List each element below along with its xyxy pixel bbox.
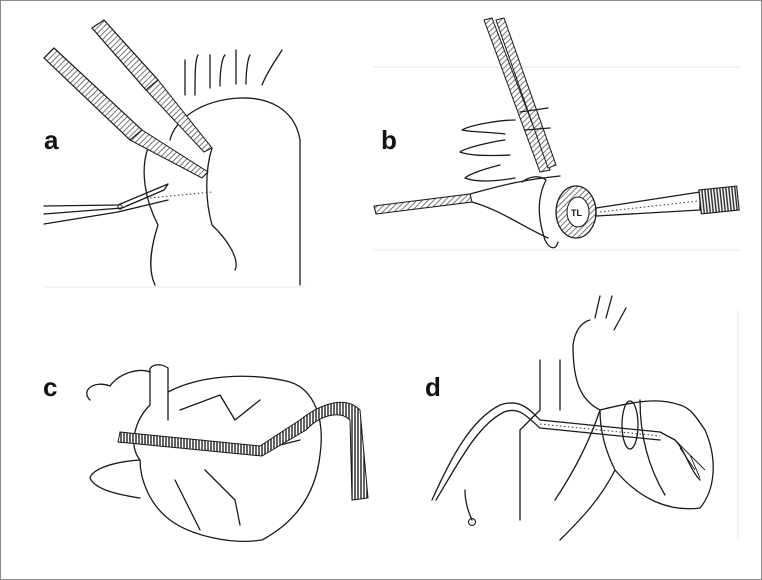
vessel-left-wall xyxy=(143,147,159,286)
band-marker xyxy=(621,400,639,450)
clamp-lower xyxy=(43,47,209,179)
panel-label-b: b xyxy=(381,125,397,155)
panel-label-a: a xyxy=(44,125,59,155)
arch xyxy=(572,344,681,411)
panel-a-drawing xyxy=(43,19,301,286)
panel-label-d: d xyxy=(425,372,441,402)
panel-b-drawing: TL xyxy=(373,17,740,249)
horizontal-cannula xyxy=(373,193,473,215)
heart-atrium xyxy=(86,369,151,406)
sheath-catheter xyxy=(117,401,369,501)
dilator-shaft xyxy=(595,191,701,217)
panel-c-drawing xyxy=(86,364,369,542)
svc-outline xyxy=(519,359,541,521)
heart-outline xyxy=(139,375,322,542)
panel-label-c: c xyxy=(43,372,58,402)
ventricle-outline xyxy=(599,404,714,510)
incision-line xyxy=(149,191,213,199)
lumen-label: TL xyxy=(571,208,582,218)
panel-d-drawing xyxy=(431,295,714,541)
vertical-cannula xyxy=(483,17,551,173)
clamp-upper xyxy=(91,19,213,153)
vessel-right-wall xyxy=(206,147,237,271)
scissors-icon xyxy=(43,183,169,225)
dilator-handle xyxy=(698,185,740,215)
catheter-tip xyxy=(467,517,477,527)
